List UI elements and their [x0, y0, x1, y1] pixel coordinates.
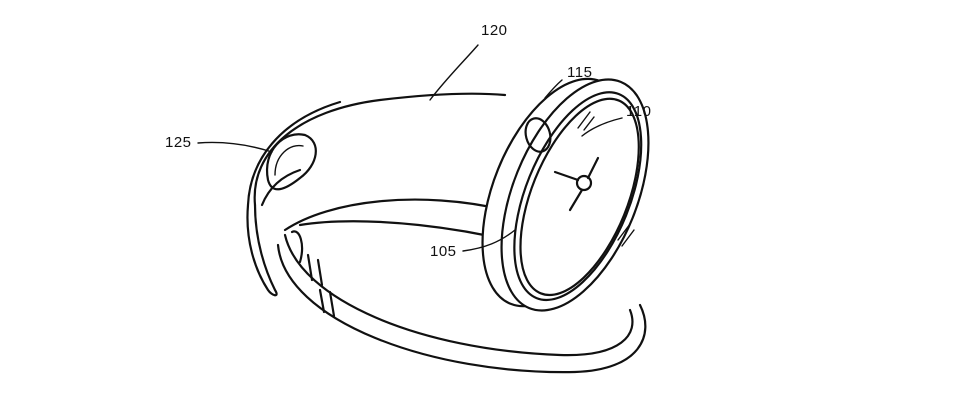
label-bezel: 115	[567, 64, 593, 81]
crown	[524, 117, 552, 153]
watch-body	[481, 77, 650, 312]
label-button: 125	[165, 134, 192, 151]
band-button	[265, 133, 317, 191]
watch-hands	[553, 156, 600, 212]
upper-band	[246, 92, 507, 297]
lower-band	[276, 220, 647, 374]
leader-lines	[197, 44, 623, 252]
label-display: 110	[626, 103, 652, 120]
label-body: 105	[430, 243, 457, 260]
band-slots	[306, 253, 336, 318]
glass-glare	[577, 111, 635, 247]
label-band: 120	[481, 22, 508, 39]
